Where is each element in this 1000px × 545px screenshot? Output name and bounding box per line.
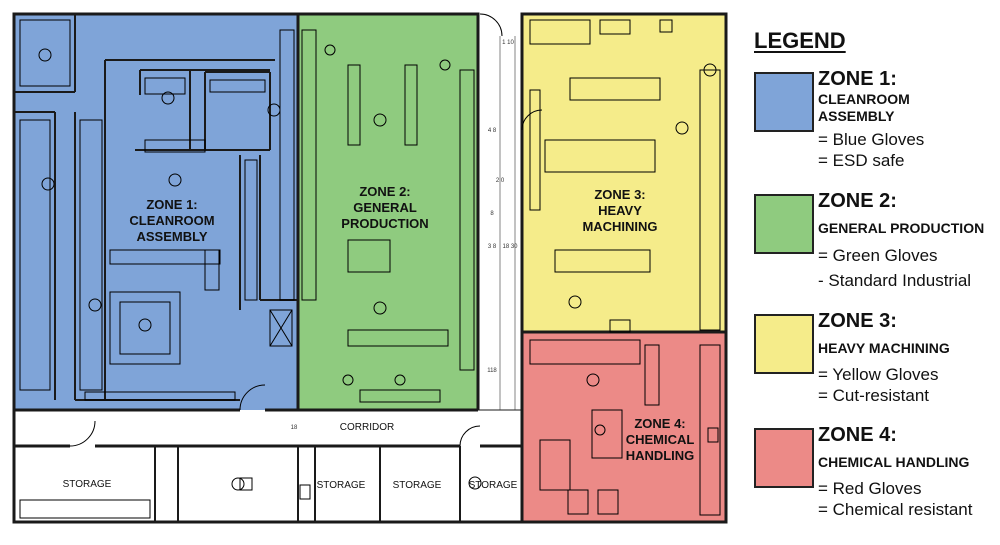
legend-item-zone-4: ZONE 4: CHEMICAL HANDLING = Red Gloves =… [754, 424, 1000, 528]
svg-text:PRODUCTION: PRODUCTION [341, 216, 428, 231]
legend-swatch-red [754, 428, 814, 488]
legend-title: LEGEND [754, 28, 846, 53]
legend-zone-title: ZONE 2: [818, 190, 897, 212]
svg-text:ZONE 3:: ZONE 3: [594, 187, 645, 202]
legend-zone-note: = Cut-resistant [818, 386, 930, 405]
corridor-label: CORRIDOR [340, 422, 394, 433]
dimension-label: 2 0 [496, 178, 505, 184]
legend-zone-name: HEAVY MACHINING [818, 340, 950, 356]
storage-walls [154, 446, 461, 522]
svg-text:ZONE 1:: ZONE 1: [146, 197, 197, 212]
zone-4-label: ZONE 4: CHEMICAL HANDLING [626, 416, 695, 463]
dimension-label: 18 30 [502, 244, 518, 250]
svg-text:ZONE 4:: ZONE 4: [634, 416, 685, 431]
storage-fixtures [19, 476, 482, 519]
zone-1-label: ZONE 1: CLEANROOM ASSEMBLY [129, 197, 214, 244]
svg-text:ZONE 2:: ZONE 2: [359, 184, 410, 199]
zone-2-furniture [301, 29, 475, 403]
dimension-label: 4 8 [488, 128, 497, 134]
svg-text:HANDLING: HANDLING [626, 448, 695, 463]
dimension-label: 3 8 [488, 244, 497, 250]
legend-zone-title: ZONE 3: [818, 310, 897, 332]
zone-3-area [522, 14, 726, 332]
legend-swatch-green [754, 194, 814, 254]
svg-text:CLEANROOM: CLEANROOM [129, 213, 214, 228]
svg-text:GENERAL: GENERAL [353, 200, 417, 215]
legend-zone-note: = Yellow Gloves [818, 365, 939, 384]
legend-zone-note: = Red Gloves [818, 479, 922, 498]
svg-text:ASSEMBLY: ASSEMBLY [136, 229, 207, 244]
legend-zone-name: CHEMICAL HANDLING [818, 454, 970, 470]
legend-swatch-blue [754, 72, 814, 132]
legend-zone-title: ZONE 4: [818, 424, 897, 446]
storage-label: STORAGE [317, 480, 366, 491]
legend-swatch-yellow [754, 314, 814, 374]
legend-item-zone-2: ZONE 2: GENERAL PRODUCTION = Green Glove… [754, 190, 1000, 294]
zone-3-label: ZONE 3: HEAVY MACHINING [582, 187, 657, 234]
legend-zone-note: = Blue Gloves [818, 130, 925, 149]
floor-plan: 1 10 4 8 2 0 8 3 8 18 30 118 18 ZONE 1: … [12, 12, 728, 524]
legend-zone-note: = Green Gloves [818, 246, 938, 265]
legend-zone-note: - Standard Industrial [818, 271, 972, 290]
legend-zone-name: GENERAL PRODUCTION [818, 220, 985, 236]
dimension-label: 118 [487, 368, 497, 374]
legend-zone-title: ZONE 1: [818, 68, 897, 90]
zone-1-area [14, 14, 298, 410]
legend-zone-note: = Chemical resistant [818, 500, 973, 519]
zone-3-furniture [529, 19, 721, 333]
svg-text:MACHINING: MACHINING [582, 219, 657, 234]
svg-text:HEAVY: HEAVY [598, 203, 642, 218]
dimension-lines [499, 36, 516, 410]
zone-2-label: ZONE 2: GENERAL PRODUCTION [341, 184, 428, 231]
zone-1-furniture [19, 19, 295, 401]
legend-item-zone-3: ZONE 3: HEAVY MACHINING = Yellow Gloves … [754, 310, 1000, 414]
legend-zone-note: = ESD safe [818, 151, 905, 170]
dimension-label: 1 10 [502, 40, 514, 46]
svg-text:CHEMICAL: CHEMICAL [626, 432, 695, 447]
storage-label: STORAGE [469, 480, 518, 491]
dimension-label: 18 [291, 425, 298, 431]
zone-1-walls [14, 14, 298, 401]
storage-label: STORAGE [393, 480, 442, 491]
storage-label: STORAGE [63, 479, 112, 490]
dimension-label: 8 [490, 211, 494, 217]
zone-4-area [522, 332, 726, 522]
doors [69, 13, 543, 447]
zone-4-furniture [529, 339, 721, 516]
